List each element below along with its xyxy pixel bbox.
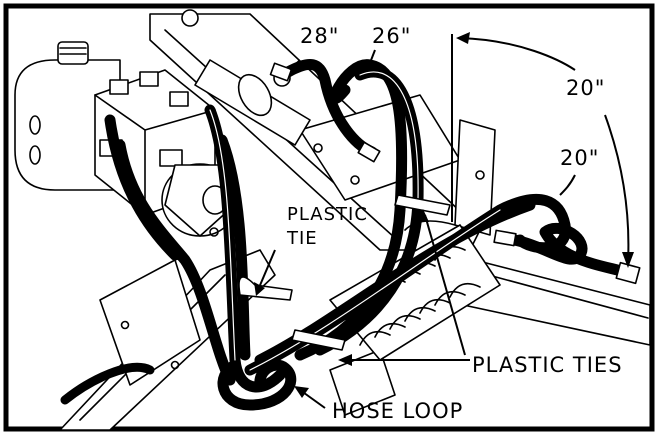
label-plastic-ties: PLASTIC TIES xyxy=(472,353,623,377)
diagram-frame xyxy=(3,3,655,432)
label-plastic-tie-line2: TIE xyxy=(286,228,318,249)
leader-lines xyxy=(254,32,634,409)
label-20-inch-top: 20" xyxy=(566,76,605,100)
spring-coil xyxy=(329,224,501,361)
label-26-inch: 26" xyxy=(372,24,411,48)
lower-cable xyxy=(60,362,155,405)
label-hose-loop: HOSE LOOP xyxy=(332,399,463,423)
label-20-inch-mid: 20" xyxy=(560,146,599,170)
label-plastic-tie-line1: PLASTIC xyxy=(287,204,368,225)
plastic-ties xyxy=(238,194,456,351)
hose-fittings xyxy=(269,62,641,285)
label-28-inch: 28" xyxy=(300,24,339,48)
